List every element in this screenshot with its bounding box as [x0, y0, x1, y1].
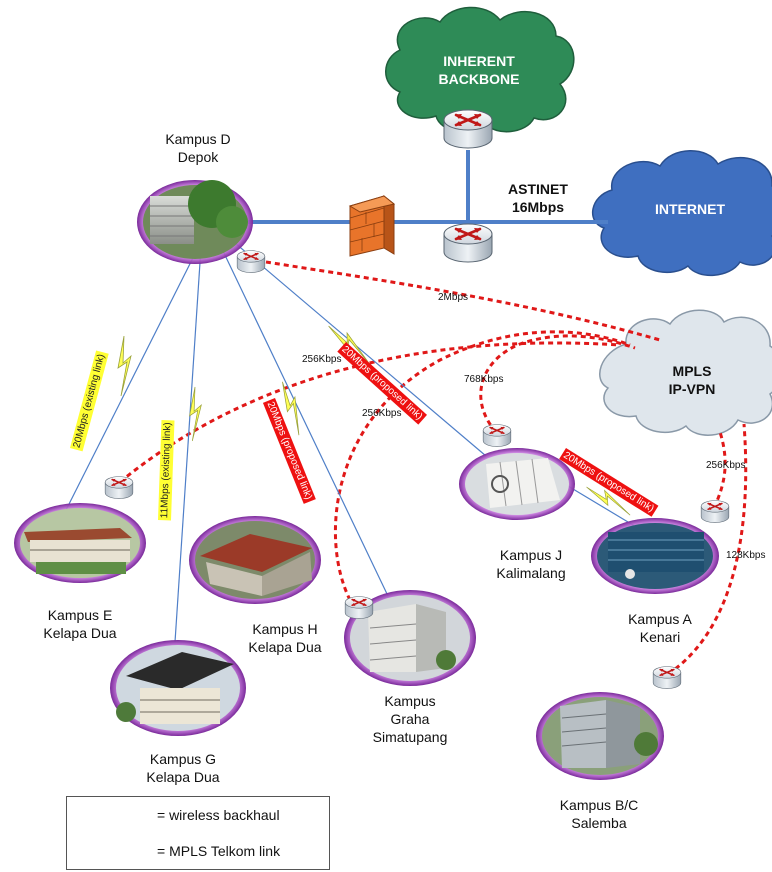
mpls-line1: MPLS: [672, 363, 712, 379]
mpls-cloud-shape: [599, 309, 772, 436]
internet-cloud: [591, 150, 772, 277]
legend-wireless-label: = wireless backhaul: [157, 807, 280, 823]
inherent-cloud-label: INHERENT BACKBONE: [416, 52, 542, 88]
mpls-cloud-label: MPLS IP-VPN: [636, 362, 748, 398]
mpls-line2: IP-VPN: [668, 381, 716, 397]
campus-bc-location: Salemba: [571, 815, 627, 831]
campus-d-label: Kampus D Depok: [150, 130, 246, 166]
router-icon-bc: [652, 665, 682, 690]
campus-a-photo: [591, 518, 719, 594]
router-icon-j: [482, 423, 512, 448]
campus-g-location: Kelapa Dua: [146, 769, 220, 785]
campus-graha-line2: Graha: [390, 711, 430, 727]
campus-photos: [14, 180, 719, 780]
link-label-e-mpls: 256Kbps: [302, 354, 342, 365]
link-label-j-mpls: 768Kbps: [464, 374, 504, 385]
campus-j-photo: [459, 448, 575, 520]
inherent-cloud-shape: [385, 6, 575, 133]
campus-g-photo: [110, 640, 246, 736]
inherent-line2: BACKBONE: [438, 71, 520, 87]
internet-cloud-shape: [591, 150, 772, 277]
campus-h-name: Kampus H: [252, 621, 318, 637]
campus-bc-label: Kampus B/C Salemba: [544, 796, 654, 832]
campus-h-label: Kampus H Kelapa Dua: [230, 620, 340, 656]
campus-a-location: Kenari: [639, 629, 681, 645]
campus-j-label: Kampus J Kalimalang: [476, 546, 586, 582]
firewall-icon: [348, 194, 396, 257]
campus-bc-photo: [536, 692, 664, 780]
campus-graha-photo: [344, 590, 476, 686]
internet-cloud-label: INTERNET: [655, 201, 725, 217]
campus-h-location: Kelapa Dua: [248, 639, 322, 655]
campus-bc-name: Kampus B/C: [559, 797, 639, 813]
campus-a-name: Kampus A: [628, 611, 692, 627]
campus-g-name: Kampus G: [149, 751, 217, 767]
link-label-graha-mpls: 256Kbps: [362, 408, 402, 419]
link-label-a-mpls: 256Kbps: [706, 460, 746, 471]
router-icon-e: [104, 475, 134, 500]
router-icon-depok: [236, 249, 266, 274]
campus-graha-label: Kampus Graha Simatupang: [360, 692, 460, 746]
campus-g-label: Kampus G Kelapa Dua: [128, 750, 238, 786]
router-icon-graha: [344, 595, 374, 620]
campus-a-label: Kampus A Kenari: [610, 610, 710, 646]
link-label-bc-mpls: 128Kbps: [726, 550, 766, 561]
bolt-icon-e: [117, 336, 132, 396]
link-label-depok-mpls: 2Mbps: [438, 292, 469, 303]
inherent-backbone-cloud: [385, 6, 575, 133]
mpls-cloud: [599, 309, 772, 436]
backbone-links: [248, 150, 608, 224]
campus-e-name: Kampus E: [47, 607, 113, 623]
legend-mpls-label: = MPLS Telkom link: [157, 843, 281, 859]
astinet-line1: ASTINET: [508, 181, 568, 197]
campus-graha-line3: Simatupang: [372, 729, 448, 745]
campus-e-location: Kelapa Dua: [43, 625, 117, 641]
campus-j-location: Kalimalang: [496, 565, 566, 581]
campus-e-label: Kampus E Kelapa Dua: [30, 606, 130, 642]
inherent-line1: INHERENT: [443, 53, 515, 69]
astinet-label: ASTINET 16Mbps: [490, 180, 586, 216]
astinet-line2: 16Mbps: [511, 199, 565, 215]
campus-graha-line1: Kampus: [384, 693, 436, 709]
campus-e-photo: [14, 503, 146, 583]
campus-j-name: Kampus J: [499, 547, 563, 563]
campus-h-photo: [189, 516, 321, 604]
campus-d-name: Kampus D: [165, 131, 231, 147]
legend: = wireless backhaul = MPLS Telkom link: [66, 796, 330, 870]
campus-d-photo: [137, 180, 253, 264]
router-icon-astinet: [442, 222, 494, 264]
router-icon-inherent: [442, 108, 494, 150]
campus-d-location: Depok: [177, 149, 219, 165]
router-icon-a: [700, 499, 730, 524]
